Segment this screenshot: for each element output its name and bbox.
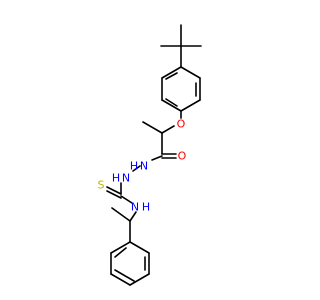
benzene-ring-upper xyxy=(161,66,201,112)
thiosemicarbazide-segment xyxy=(106,165,141,222)
atom-labels: O O H N H N S N H xyxy=(98,118,187,214)
hydrazide-h-label-2: H xyxy=(112,172,120,185)
thione-sulfur-label: S xyxy=(98,179,105,192)
benzene-ring-lower xyxy=(110,241,150,286)
carbonyl-oxygen-label: O xyxy=(178,150,187,163)
amine-h-label: H xyxy=(142,201,150,214)
amine-n-label: N xyxy=(131,201,139,214)
ether-oxygen-label: O xyxy=(177,118,186,131)
hydrazide-n-label-1: N xyxy=(140,160,148,173)
ether-propanoyl-chain xyxy=(142,110,182,161)
molecule-structure: O O H N H N S N H xyxy=(98,24,202,286)
tert-butyl-group xyxy=(160,24,202,68)
hydrazide-h-label-1: H xyxy=(130,160,138,173)
hydrazide-n-label-2: N xyxy=(122,172,130,185)
phenylethyl-group xyxy=(111,207,131,243)
